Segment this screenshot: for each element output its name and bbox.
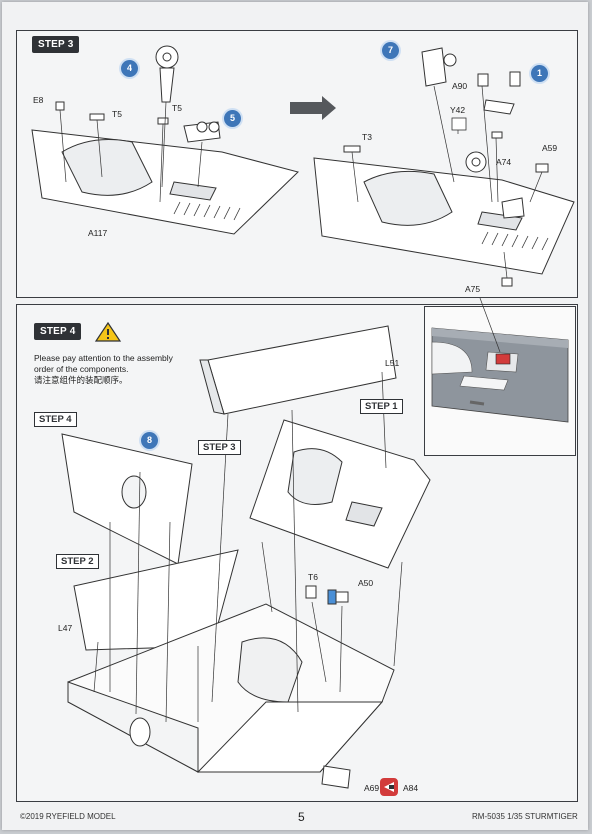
part-a75: A75: [465, 284, 481, 294]
part-e8: E8: [33, 95, 44, 105]
step4-badge: STEP 4: [34, 323, 82, 340]
step3-hull-left: [31, 129, 299, 235]
step3-badge: STEP 3: [32, 36, 80, 53]
assembly-note-cn: 请注意组件的装配顺序。: [34, 375, 128, 385]
part-a117: A117: [88, 228, 108, 238]
label-step1: STEP 1: [360, 399, 403, 414]
part-a59: A59: [542, 143, 558, 153]
part-a90: A90: [452, 81, 468, 91]
part-y42: Y42: [450, 105, 466, 115]
part-t3: T3: [362, 132, 372, 142]
callout-4: 4: [121, 60, 138, 77]
part-t5-a: T5: [112, 109, 122, 119]
page-number: 5: [298, 810, 305, 824]
zoom-inset-drawing: [431, 327, 569, 423]
footer-product: RM-5035 1/35 STURMTIGER: [472, 812, 578, 821]
assembly-note-en-2: order of the components.: [34, 364, 129, 374]
label-step2: STEP 2: [56, 554, 99, 569]
part-a74: A74: [496, 157, 512, 167]
assembly-note-en-1: Please pay attention to the assembly: [34, 353, 173, 363]
glue-icon: [380, 778, 398, 796]
step3-parts-left: [55, 45, 221, 143]
step3-transition-arrow: [290, 96, 336, 120]
footer-copyright: ©2019 RYEFIELD MODEL: [20, 812, 116, 821]
part-a84: A84: [403, 783, 419, 793]
callout-1: 1: [531, 65, 548, 82]
part-t6: T6: [308, 572, 318, 582]
callout-7: 7: [382, 42, 399, 59]
part-l51: L51: [385, 358, 400, 368]
callout-8: 8: [141, 432, 158, 449]
part-a69: A69: [364, 783, 380, 793]
part-a50: A50: [358, 578, 374, 588]
part-l47: L47: [58, 623, 73, 633]
label-step3: STEP 3: [198, 440, 241, 455]
callout-5: 5: [224, 110, 241, 127]
step4-drawing: [61, 325, 431, 789]
label-step4: STEP 4: [34, 412, 77, 427]
part-t5-b: T5: [172, 103, 182, 113]
step3-hull-right: [313, 47, 575, 287]
